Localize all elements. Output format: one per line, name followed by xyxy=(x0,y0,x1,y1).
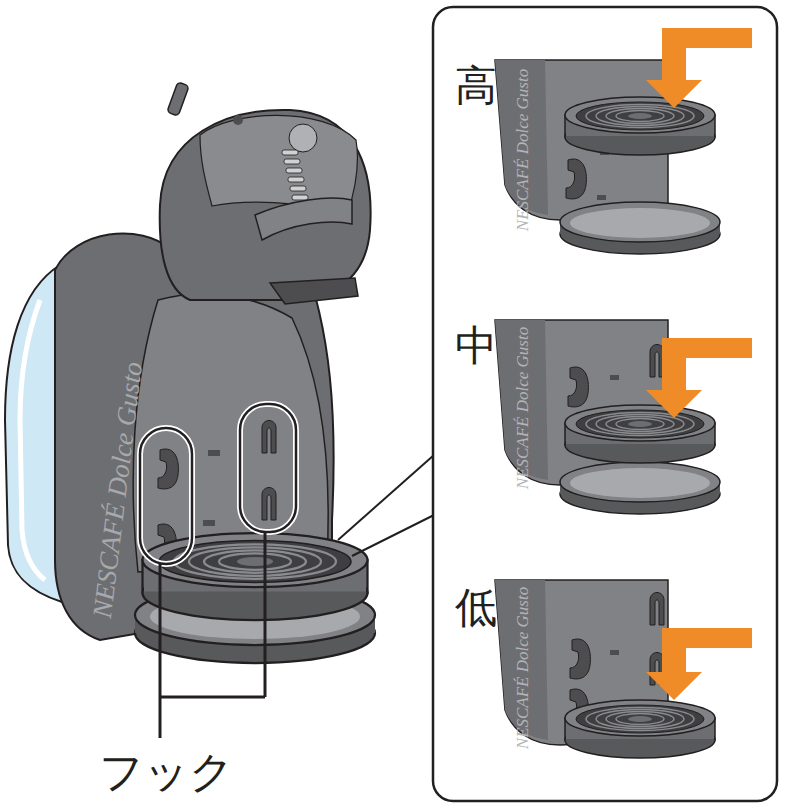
inset-views xyxy=(495,28,752,758)
leader-line xyxy=(159,564,162,738)
tray-high-view xyxy=(495,28,752,254)
leader-line xyxy=(160,696,265,699)
hook-highlight xyxy=(140,428,192,564)
callout-line xyxy=(352,515,434,556)
tray-mid-view xyxy=(565,405,715,463)
coffee-machine xyxy=(5,82,375,663)
tank-highlight xyxy=(20,300,45,580)
machine-head xyxy=(160,110,371,300)
tray-mid-view xyxy=(610,375,619,380)
level-lights xyxy=(282,150,308,200)
inset-frame xyxy=(433,7,777,801)
leader-line xyxy=(264,532,267,697)
brand-text: NESCAFÉ Dolce Gusto xyxy=(514,587,531,749)
logo-badge xyxy=(289,124,317,152)
slot xyxy=(203,520,215,526)
tray-low-view xyxy=(646,628,752,700)
tray-low-view xyxy=(495,580,752,758)
height-label: 低 xyxy=(455,587,497,629)
tray-low-view xyxy=(610,650,619,655)
hook-highlight xyxy=(240,404,296,532)
brand-text: NESCAFÉ Dolce Gusto xyxy=(514,327,531,489)
tray-mid-view xyxy=(568,367,588,407)
part-label: フック xyxy=(99,750,234,794)
power-button xyxy=(233,115,243,125)
capsule-holder-handle xyxy=(255,198,352,240)
height-label: 中 xyxy=(455,325,497,367)
hook xyxy=(158,449,178,489)
hook-highlight xyxy=(240,404,296,532)
tray-low-view xyxy=(570,639,590,679)
tray-low-view xyxy=(650,593,664,626)
tray-high-view xyxy=(646,28,752,108)
level-lights xyxy=(292,195,308,200)
tray-high-view xyxy=(565,97,715,155)
hook xyxy=(262,488,276,521)
drip-tray xyxy=(143,533,368,620)
tray-mid-view xyxy=(646,338,752,418)
spout xyxy=(270,278,358,304)
level-lights xyxy=(282,150,298,155)
leader-line xyxy=(160,532,265,738)
level-lights xyxy=(288,177,304,182)
level-lights xyxy=(284,159,300,164)
tray-high-view xyxy=(597,195,606,200)
tray-low-view xyxy=(565,700,715,758)
tray-high-view xyxy=(560,202,720,254)
brand-text: NESCAFÉ Dolce Gusto xyxy=(514,69,531,231)
callout-line xyxy=(338,455,434,540)
callout-line xyxy=(338,455,434,556)
front-column xyxy=(133,294,328,572)
tray-mid-view xyxy=(495,320,752,514)
level-lights xyxy=(286,168,302,173)
hook xyxy=(262,421,276,454)
tray-mid-view xyxy=(560,462,720,514)
slot xyxy=(208,450,220,456)
water-tank xyxy=(5,265,62,602)
tray-mid-view xyxy=(650,345,664,378)
hook-highlight xyxy=(140,428,192,564)
lever-tip xyxy=(167,82,189,116)
level-lights xyxy=(290,186,306,191)
tray-high-view xyxy=(566,159,586,199)
height-label: 高 xyxy=(455,65,497,107)
